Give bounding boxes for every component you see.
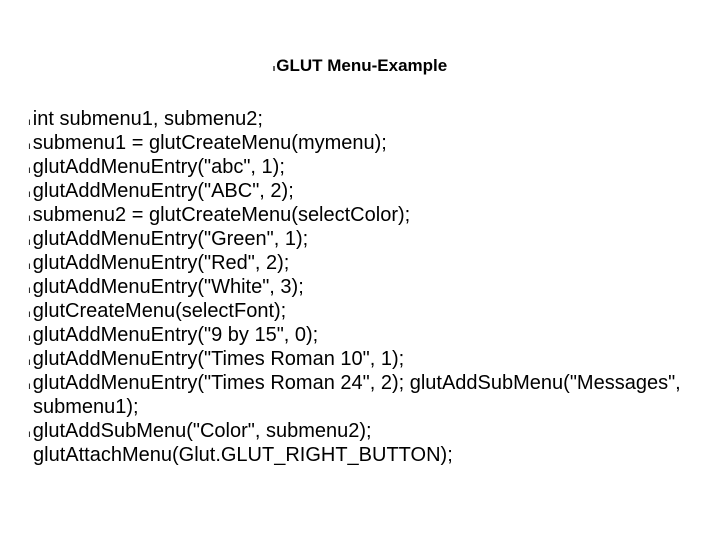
bullet-tick-icon: ı xyxy=(28,429,31,440)
code-text: glutCreateMenu(selectFont); xyxy=(32,300,287,322)
code-text: glutAddMenuEntry("Red", 2); xyxy=(32,252,290,274)
code-text: glutAddMenuEntry("White", 3); xyxy=(32,276,304,298)
code-text: submenu2 = glutCreateMenu(selectColor); xyxy=(32,204,411,226)
bullet-tick-icon: ı xyxy=(28,261,31,272)
bullet-tick-icon: ı xyxy=(28,213,31,224)
code-text: int submenu1, submenu2; xyxy=(32,108,263,130)
code-text: glutAddMenuEntry("ABC", 2); xyxy=(32,180,294,202)
code-text: glutAttachMenu(Glut.GLUT_RIGHT_BUTTON); xyxy=(33,444,453,466)
bullet-tick-icon: ı xyxy=(28,333,31,344)
bullet-tick-icon: ı xyxy=(28,285,31,296)
bullet-tick-icon: ı xyxy=(28,357,31,368)
bullet-tick-icon: ı xyxy=(28,237,31,248)
bullet-tick-icon: ı xyxy=(28,117,31,128)
code-text: glutAddMenuEntry("9 by 15", 0); xyxy=(32,324,319,346)
bullet-tick-icon: ı xyxy=(28,309,31,320)
bullet-tick-icon: ı xyxy=(272,63,276,73)
bullet-tick-icon: ı xyxy=(28,381,31,392)
code-text: glutAddMenuEntry("Green", 1); xyxy=(32,228,309,250)
slide-title: ıGLUT Menu-Example xyxy=(0,54,720,80)
bullet-tick-icon: ı xyxy=(28,189,31,200)
code-line: glutAttachMenu(Glut.GLUT_RIGHT_BUTTON); xyxy=(28,443,704,467)
code-text: glutAddSubMenu("Color", submenu2); xyxy=(32,420,372,442)
bullet-tick-icon: ı xyxy=(28,165,31,176)
code-text: submenu1); xyxy=(33,396,139,418)
bullet-tick-icon: ı xyxy=(28,141,31,152)
slide-title-text: GLUT Menu-Example xyxy=(276,56,448,75)
code-line: submenu1); xyxy=(28,395,704,419)
code-text: glutAddMenuEntry("abc", 1); xyxy=(32,156,285,178)
code-text: glutAddMenuEntry("Times Roman 24", 2); g… xyxy=(32,372,681,394)
code-text: submenu1 = glutCreateMenu(mymenu); xyxy=(32,132,387,154)
code-text: glutAddMenuEntry("Times Roman 10", 1); xyxy=(32,348,405,370)
